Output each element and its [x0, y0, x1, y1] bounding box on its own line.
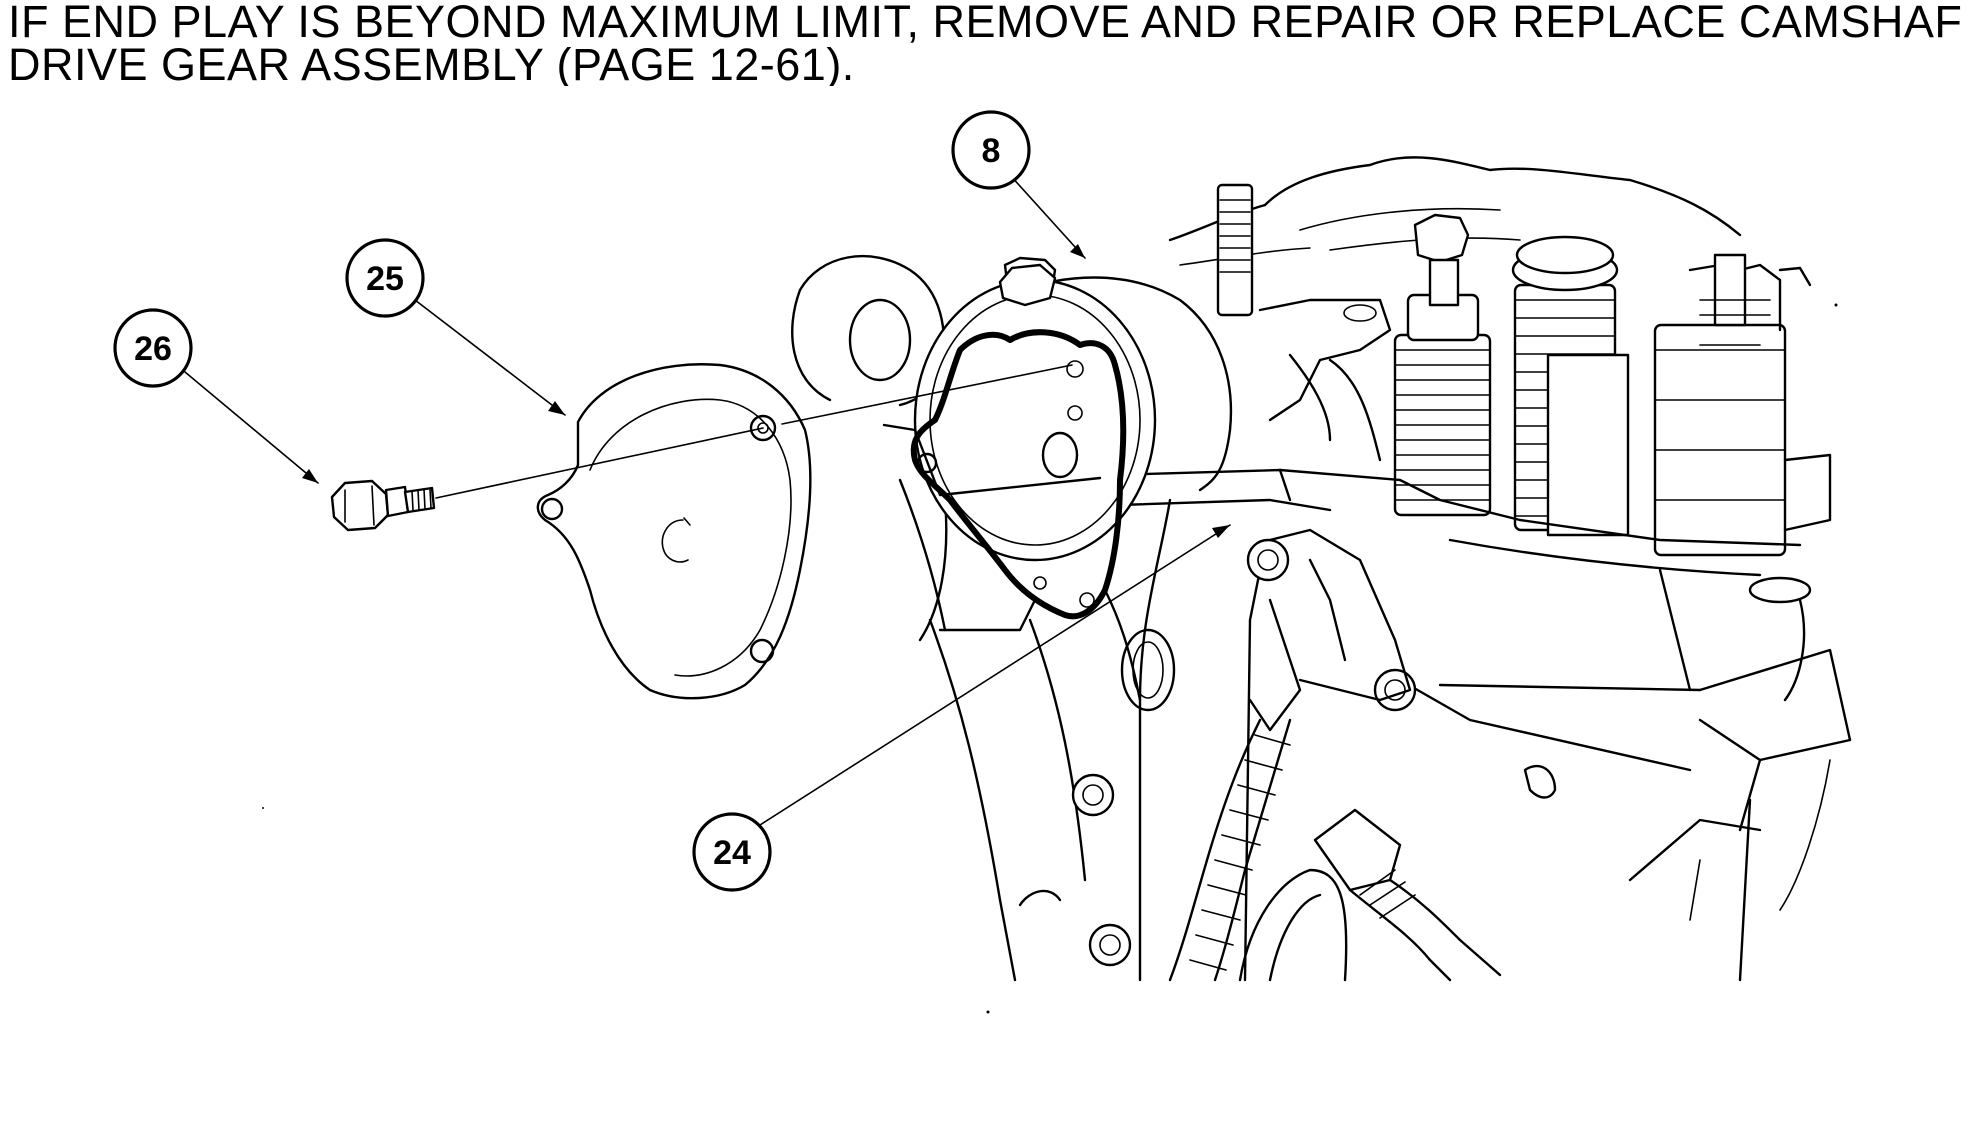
block-bolts: [1071, 538, 1417, 967]
cover-bolt: [330, 479, 436, 532]
callout-25: 25: [345, 238, 566, 416]
callout-26-label: 26: [134, 330, 172, 368]
gasket-outline: [910, 329, 1127, 620]
engine-assembly: [918, 156, 1852, 982]
callout-8-label: 8: [982, 132, 1001, 170]
callout-24: 24: [692, 524, 1231, 892]
timing-housing: [791, 255, 1157, 702]
valve-springs: [1393, 213, 1832, 557]
instruction-line-1: IF END PLAY IS BEYOND MAXIMUM LIMIT, REM…: [8, 0, 1963, 47]
callout-8: 8: [951, 110, 1086, 259]
instruction-text: IF END PLAY IS BEYOND MAXIMUM LIMIT, REM…: [8, 0, 1968, 86]
cover-plate: [536, 363, 812, 700]
instruction-line-2: DRIVE GEAR ASSEMBLY (PAGE 12-61).: [8, 39, 855, 86]
alignment-line: [435, 364, 1073, 499]
callout-26: 26: [113, 308, 319, 484]
callout-24-label: 24: [713, 834, 751, 872]
callout-25-label: 25: [366, 260, 404, 298]
